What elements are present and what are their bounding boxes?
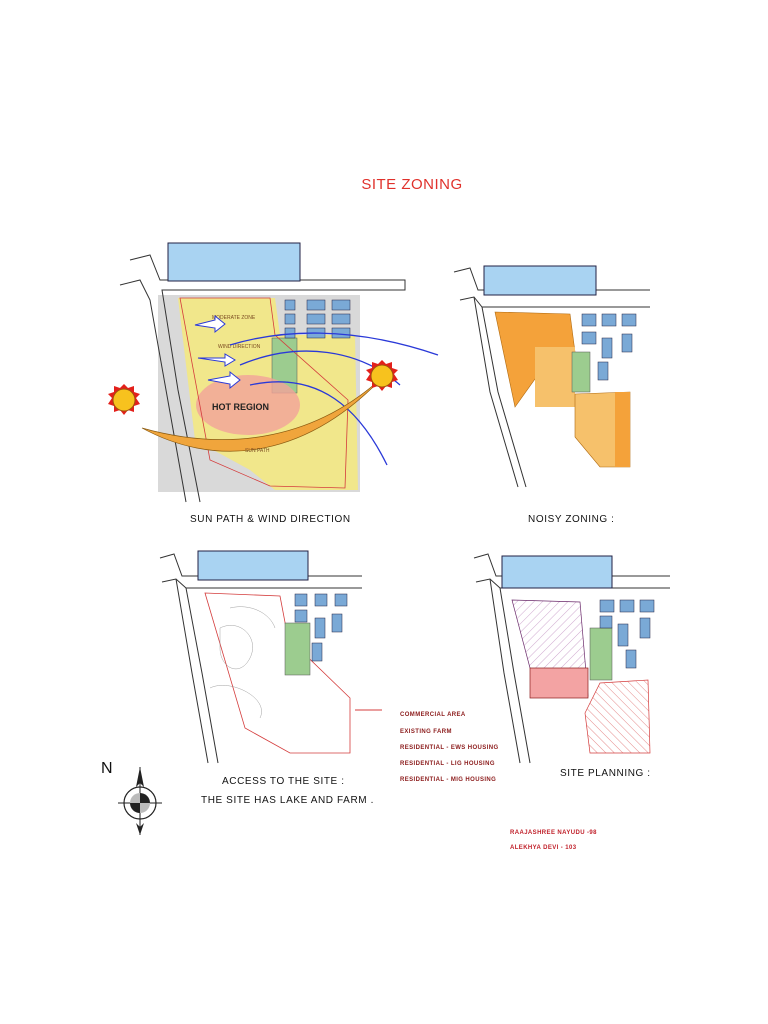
farm-block	[571, 351, 591, 393]
housing-grid	[581, 313, 637, 381]
noisy-zoning-caption: NOISY ZONING :	[528, 514, 615, 525]
road-line-2	[473, 296, 527, 488]
site-boundary	[204, 592, 351, 754]
access-caption: ACCESS TO THE SITE :	[222, 776, 345, 787]
compass-icon	[118, 767, 162, 835]
housing-grid	[294, 593, 348, 662]
legend-item: RESIDENTIAL - LIG HOUSING	[400, 761, 495, 767]
hot-region-label: HOT REGION	[212, 402, 269, 412]
credit-line: ALEKHYA DEVI - 103	[510, 845, 577, 851]
access-note: THE SITE HAS LAKE AND FARM .	[201, 795, 374, 806]
page-title: SITE ZONING	[361, 176, 463, 193]
north-label: N	[101, 760, 113, 777]
legend-item: RESIDENTIAL - EWS HOUSING	[400, 745, 499, 751]
legend-item: EXISTING FARM	[400, 729, 452, 735]
sun-icon-right	[366, 360, 398, 391]
credit-line: RAAJASHREE NAYUDU -98	[510, 830, 597, 836]
wind-direction-label: WIND DIRECTION	[218, 344, 261, 350]
road-line-2	[175, 578, 219, 764]
road-line	[129, 254, 406, 503]
sun-path-diagram: HOT REGION MODERATE ZONE WIND DIRECTION …	[108, 242, 439, 503]
sun-path-label: SUN PATH	[245, 448, 270, 454]
road-line-2	[119, 279, 187, 503]
access-diagram	[159, 550, 382, 764]
lake-block	[501, 555, 613, 589]
lake-block	[483, 265, 597, 296]
hot-region	[196, 375, 300, 435]
residential-ews-zone	[584, 679, 651, 754]
housing-grid	[599, 599, 655, 669]
contour-lines	[209, 606, 276, 719]
moderate-zone-label: MODERATE ZONE	[212, 315, 256, 321]
legend-item: COMMERCIAL AREA	[400, 712, 466, 718]
noisy-edge-zone	[615, 392, 630, 467]
lake-block	[197, 550, 309, 581]
sun-path-caption: SUN PATH & WIND DIRECTION	[190, 514, 351, 525]
wind-arrows	[194, 314, 241, 390]
sun-icon	[108, 384, 140, 415]
lake-block	[167, 242, 301, 282]
legend-item: RESIDENTIAL - MIG HOUSING	[400, 777, 497, 783]
farm-block	[589, 627, 613, 681]
moderate-noise-zone	[535, 347, 575, 407]
commercial-zone	[529, 667, 589, 699]
site-boundary	[179, 297, 349, 489]
site-planning-caption: SITE PLANNING :	[560, 768, 651, 779]
noise-zoning-diagram	[453, 265, 650, 488]
site-planning-diagram	[473, 553, 670, 764]
farm-block	[284, 622, 311, 676]
road-line-2	[489, 578, 531, 764]
